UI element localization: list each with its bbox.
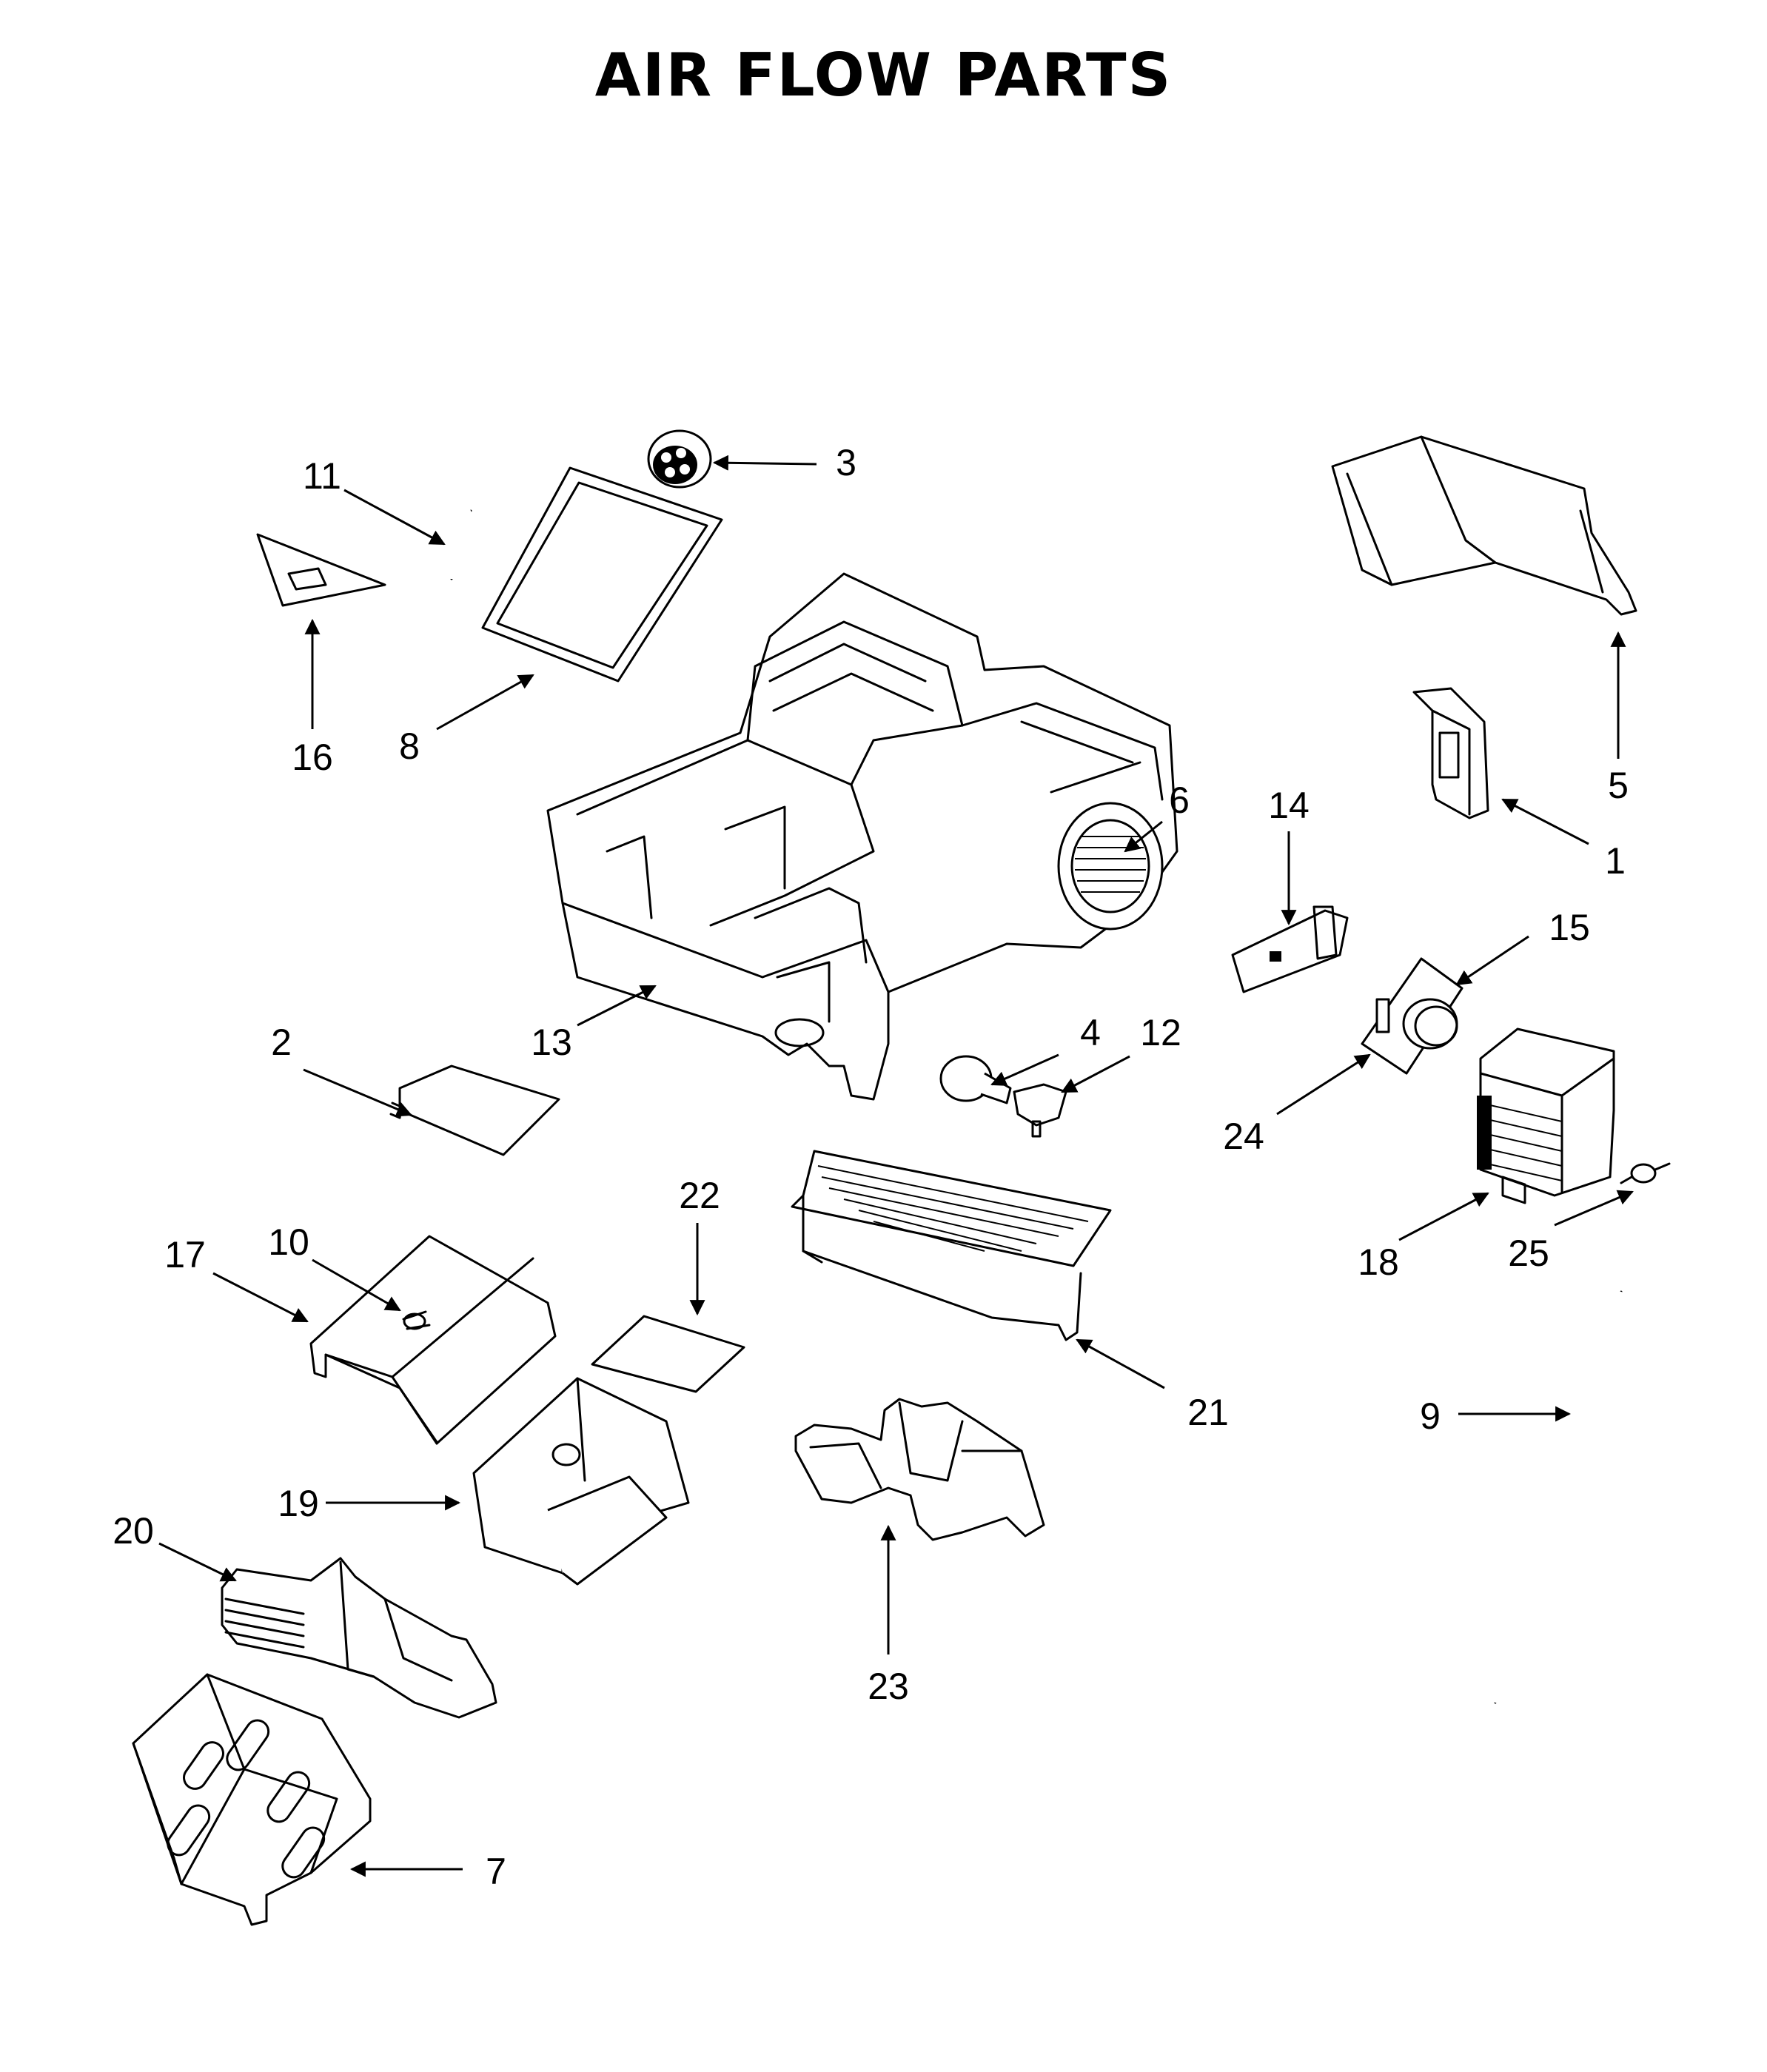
callout-15: 15 <box>1549 907 1590 948</box>
callout-6: 6 <box>1169 779 1190 821</box>
part-13-housing <box>546 572 1178 1101</box>
part-19-bracket-box <box>472 1377 690 1586</box>
callout-11: 11 <box>303 455 341 497</box>
part-17-shroud <box>309 1235 557 1445</box>
leader-12 <box>1061 1055 1130 1093</box>
callout-numbers: 1 2 3 4 5 6 7 8 9 10 11 12 13 14 15 16 1… <box>113 442 1629 1892</box>
part-8-filter-frame <box>481 466 723 683</box>
callout-10: 10 <box>268 1221 309 1263</box>
part-2-plate <box>389 1065 560 1156</box>
callout-5: 5 <box>1608 765 1629 806</box>
leader-10 <box>312 1258 401 1312</box>
page-title: AIR FLOW PARTS <box>594 41 1173 110</box>
leader-4 <box>990 1053 1059 1086</box>
callout-3: 3 <box>836 442 856 483</box>
leader-20 <box>158 1542 237 1582</box>
part-24-thermostat <box>1375 998 1458 1050</box>
part-3-damper <box>647 429 712 489</box>
leader-15 <box>1455 935 1529 986</box>
callout-21: 21 <box>1187 1392 1229 1433</box>
leader-17 <box>212 1272 309 1323</box>
callout-13: 13 <box>531 1022 572 1063</box>
part-7-slotted-bracket <box>132 1673 372 1926</box>
part-14-circuit-board <box>1231 905 1349 993</box>
callout-4: 4 <box>1080 1012 1101 1053</box>
callout-23: 23 <box>868 1666 909 1707</box>
callout-25: 25 <box>1508 1233 1549 1274</box>
callout-17: 17 <box>164 1234 206 1275</box>
part-11-tube <box>449 509 472 580</box>
callout-22: 22 <box>679 1175 720 1216</box>
callout-2: 2 <box>271 1022 292 1063</box>
part-5-duct-cover <box>1331 435 1637 616</box>
leader-25 <box>1554 1190 1634 1227</box>
leader-13 <box>577 985 657 1027</box>
part-10-clip <box>402 1310 431 1330</box>
part-1-bracket <box>1412 687 1489 819</box>
part-9-rod <box>1493 1290 1623 1704</box>
callout-1: 1 <box>1605 840 1626 882</box>
leader-2 <box>303 1068 412 1117</box>
callout-20: 20 <box>113 1510 154 1552</box>
part-22-sheet <box>591 1315 745 1393</box>
part-20-louver-duct <box>221 1557 497 1719</box>
part-4-lamp <box>939 1055 1012 1104</box>
leader-21 <box>1076 1338 1165 1389</box>
leader-18 <box>1398 1192 1489 1241</box>
part-12-lamp-socket <box>1013 1083 1067 1138</box>
callout-24: 24 <box>1223 1116 1264 1157</box>
leader-11 <box>343 489 446 546</box>
callout-16: 16 <box>292 737 333 778</box>
leader-24 <box>1276 1053 1371 1116</box>
leader-1 <box>1501 798 1589 845</box>
part-16-plate <box>256 533 386 607</box>
part-25-sensor <box>1620 1162 1671 1184</box>
callout-14: 14 <box>1268 785 1310 826</box>
leader-3 <box>712 455 817 471</box>
callout-18: 18 <box>1358 1241 1399 1283</box>
leader-6 <box>1124 820 1163 853</box>
leader-8 <box>436 674 534 731</box>
part-21-grille-duct <box>791 1150 1112 1341</box>
leader-lines <box>158 455 1634 1877</box>
callout-9: 9 <box>1420 1395 1441 1437</box>
part-18-magnetron <box>1477 1027 1615 1204</box>
callout-19: 19 <box>278 1483 319 1524</box>
callout-12: 12 <box>1140 1012 1181 1053</box>
part-23-air-guide <box>794 1398 1045 1541</box>
part-6-blower-wheel <box>1057 802 1164 931</box>
callout-7: 7 <box>486 1851 506 1892</box>
callout-8: 8 <box>399 725 420 767</box>
